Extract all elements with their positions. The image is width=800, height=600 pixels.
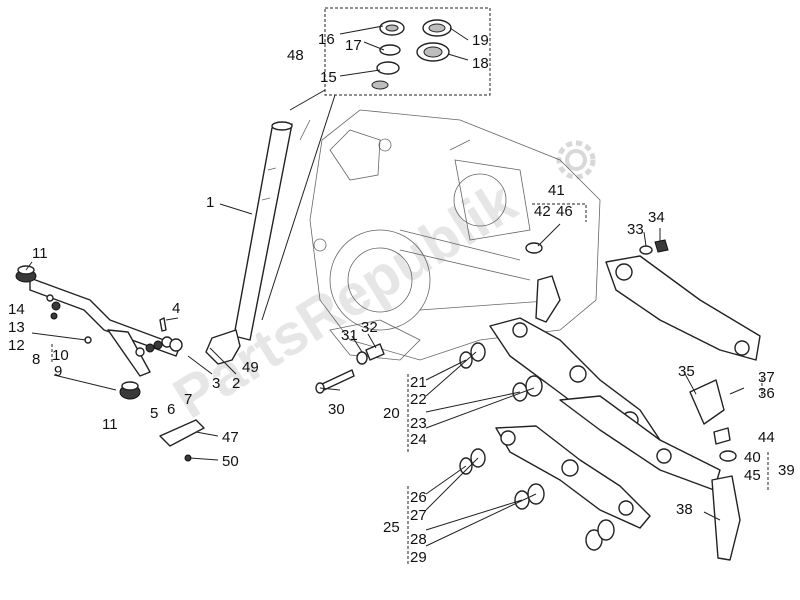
gear-icon [556, 140, 596, 180]
callout-11-top: 11 [32, 245, 48, 262]
callout-9: 9 [54, 363, 62, 380]
callout-19: 19 [472, 32, 489, 49]
bearing-cup-18 [416, 42, 450, 62]
washer-33-34 [639, 239, 669, 255]
bearing-kit-box [261, 7, 491, 321]
callout-21: 21 [410, 374, 427, 391]
callout-49: 49 [242, 359, 259, 376]
engine-block-outline [299, 109, 601, 361]
callout-41: 41 [548, 182, 565, 199]
callout-15: 15 [320, 69, 337, 86]
callout-38: 38 [676, 501, 693, 518]
callout-46: 46 [556, 203, 573, 220]
callout-3: 3 [212, 375, 220, 392]
clip-44 [713, 427, 731, 445]
callout-25: 25 [383, 519, 400, 536]
callout-40: 40 [744, 449, 761, 466]
linkage-parts-3-7 [135, 317, 183, 357]
callout-13: 13 [8, 319, 25, 336]
callout-4: 4 [172, 300, 180, 317]
stem-38 [711, 450, 741, 561]
callout-22: 22 [410, 391, 427, 408]
callout-14: 14 [8, 301, 25, 318]
callout-37: 37 [758, 369, 775, 386]
callout-5: 5 [150, 405, 158, 422]
stem-41 [525, 242, 561, 323]
callout-35: 35 [678, 363, 695, 380]
leader-lines [25, 25, 745, 547]
callout-45: 45 [744, 467, 761, 484]
callout-34: 34 [648, 209, 665, 226]
callout-7: 7 [184, 391, 192, 408]
bracket-47 [159, 419, 205, 462]
rubber-foot-peg-11-top [15, 265, 37, 283]
callout-6: 6 [167, 401, 175, 418]
callout-44: 44 [758, 429, 775, 446]
upper-fork-bracket-right [605, 255, 761, 361]
lower-fork-bracket [495, 425, 651, 529]
clip-35 [689, 379, 725, 425]
callout-labels: 1 2 3 4 5 6 7 8 9 10 11 11 12 13 14 15 1… [8, 31, 795, 566]
rubber-foot-peg-11-bottom [119, 381, 141, 400]
callout-27: 27 [410, 507, 427, 524]
steering-tube-1 [205, 121, 293, 365]
callout-47: 47 [222, 429, 239, 446]
callout-32: 32 [361, 319, 378, 336]
callout-10: 10 [52, 347, 69, 364]
bearing-ring-15 [371, 61, 400, 90]
callout-30: 30 [328, 401, 345, 418]
callout-16: 16 [318, 31, 335, 48]
callout-20: 20 [383, 405, 400, 422]
seal-17 [379, 44, 401, 56]
bearing-ring-16 [379, 20, 405, 36]
callout-12: 12 [8, 337, 25, 354]
callout-17: 17 [345, 37, 362, 54]
callout-26: 26 [410, 489, 427, 506]
callout-31: 31 [341, 327, 358, 344]
callout-39: 39 [778, 462, 795, 479]
callout-11-bottom: 11 [102, 416, 118, 433]
callout-29: 29 [410, 549, 427, 566]
callout-23: 23 [410, 415, 427, 432]
callout-28: 28 [410, 531, 427, 548]
callout-33: 33 [627, 221, 644, 238]
spacer-31 [356, 351, 368, 365]
callout-48: 48 [287, 47, 304, 64]
callout-8: 8 [32, 351, 40, 368]
bracket-groups [51, 203, 769, 566]
callout-50: 50 [222, 453, 239, 470]
callout-24: 24 [410, 431, 427, 448]
callout-1: 1 [206, 194, 214, 211]
bearings-26-29 [459, 448, 615, 551]
callout-42: 42 [534, 203, 551, 220]
small-parts-12-14 [46, 294, 92, 344]
callout-2: 2 [232, 375, 240, 392]
bearing-cup-19 [422, 19, 452, 37]
callout-36: 36 [758, 385, 775, 402]
callout-18: 18 [472, 55, 489, 72]
